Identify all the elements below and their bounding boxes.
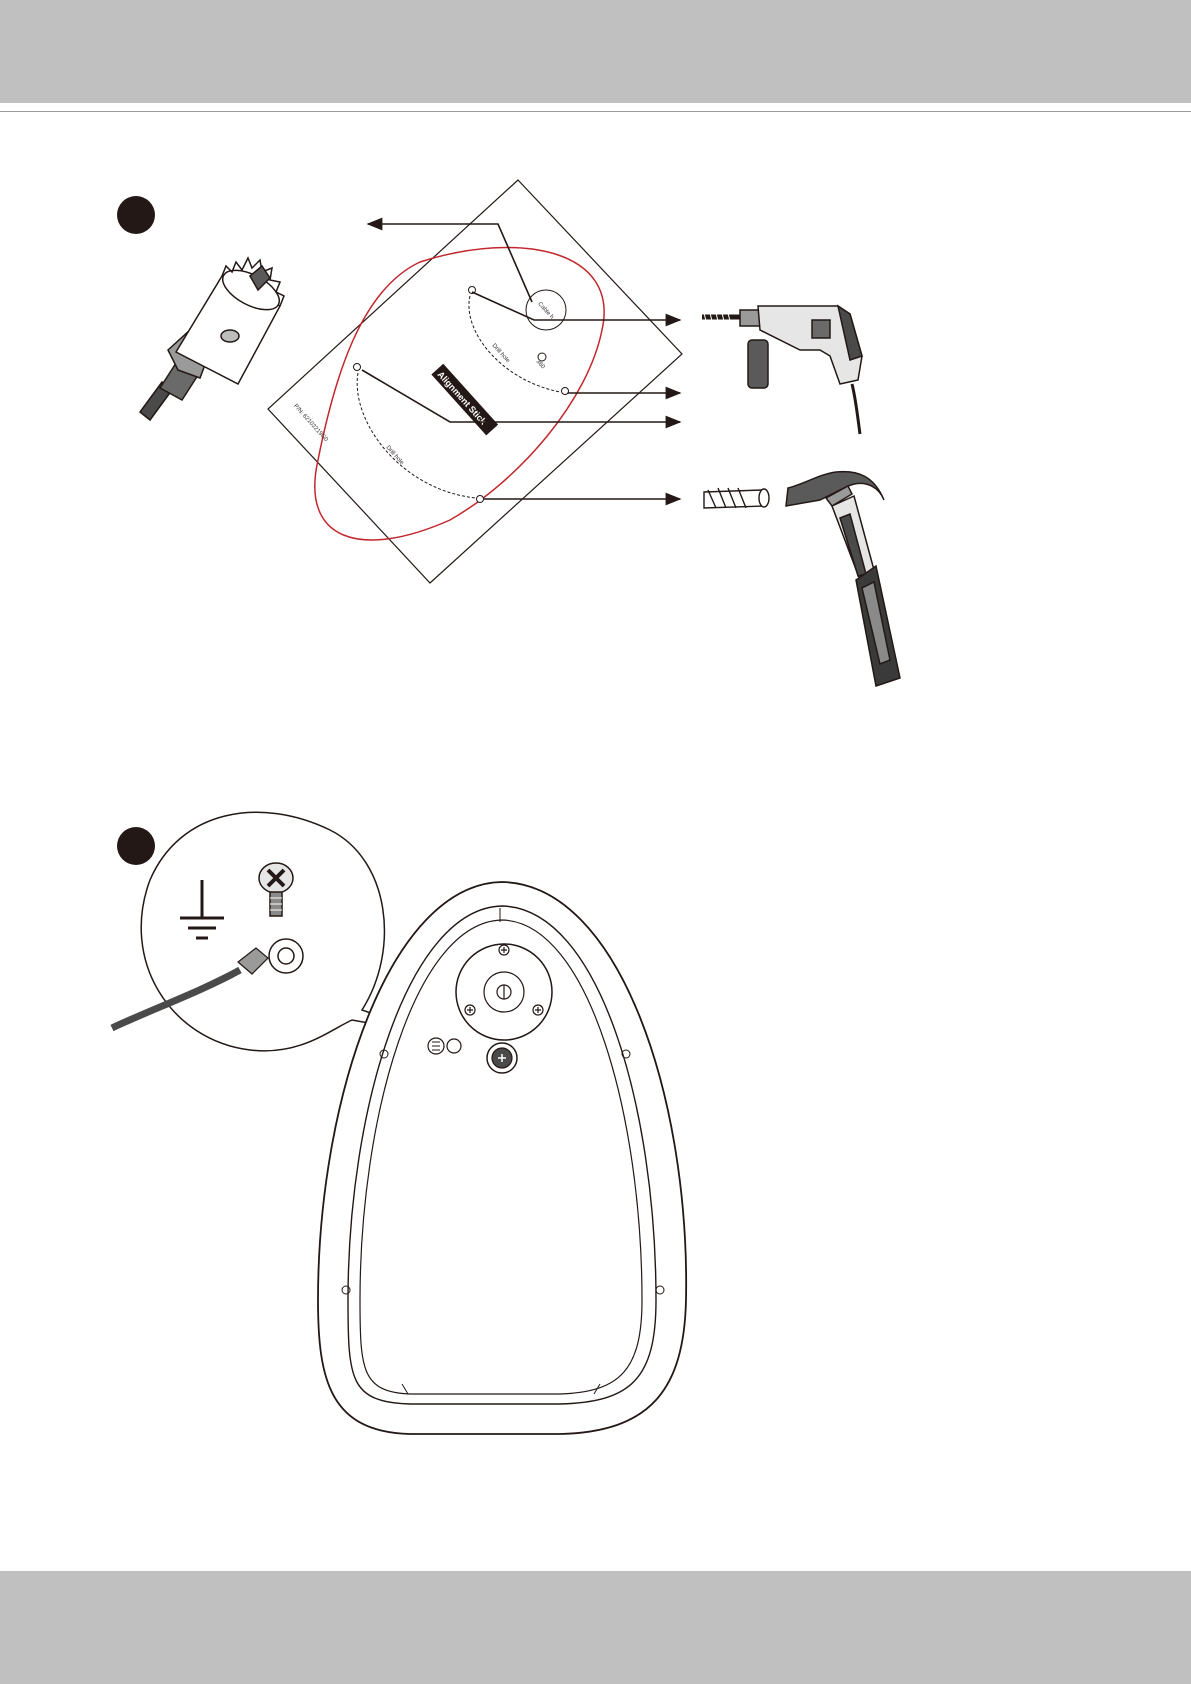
page-footer-band	[0, 1571, 1191, 1684]
wall-anchor-icon	[704, 488, 769, 508]
drill-hole-bottom	[477, 496, 484, 503]
mounting-template: Cable h Drill hole Drill hole 360 Alignm…	[268, 180, 682, 583]
hole-saw-icon	[140, 258, 285, 420]
drill-hole-right	[562, 388, 569, 395]
template-sheet	[268, 180, 682, 583]
drill-hole-left	[354, 364, 361, 371]
hammer-drill-icon	[702, 306, 862, 434]
claw-hammer-icon	[786, 472, 900, 686]
